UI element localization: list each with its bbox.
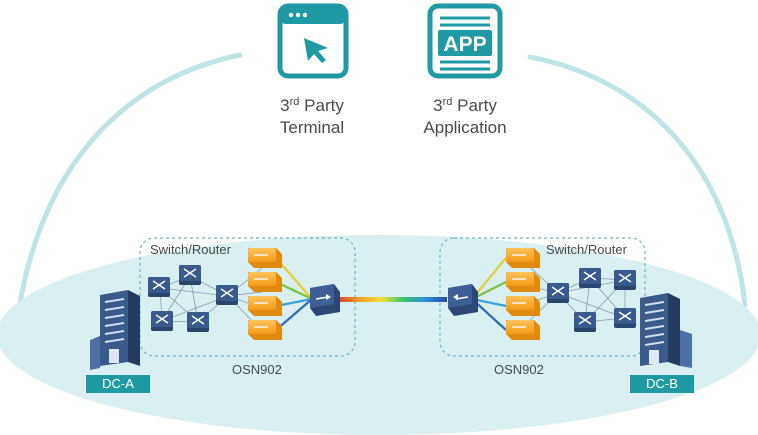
right-amber-device-stack	[506, 248, 540, 340]
application-caption: 3rd Party Application	[405, 95, 525, 139]
fiber-link	[337, 297, 447, 302]
left-switch-cluster	[148, 265, 238, 332]
dc-a-building-icon	[90, 290, 140, 370]
dc-a-label: DC-A	[86, 375, 150, 393]
application-caption-sup: rd	[442, 96, 453, 108]
dc-b-building-icon	[640, 293, 692, 368]
dc-b-label: DC-B	[630, 375, 694, 393]
osn902-left-device	[310, 284, 340, 316]
right-switch-cluster	[547, 268, 636, 332]
app-window-icon	[427, 3, 503, 79]
application-caption-line2: Application	[423, 118, 507, 137]
app-badge-text: APP	[443, 33, 486, 56]
browser-cursor-icon	[277, 3, 349, 79]
application-caption-suffix: Party	[452, 96, 497, 115]
left-amber-device-stack	[248, 248, 282, 340]
terminal-caption-prefix: 3	[280, 96, 290, 115]
left-switch-router-label: Switch/Router	[150, 242, 231, 257]
terminal-caption-sup: rd	[289, 96, 300, 108]
application-caption-prefix: 3	[433, 96, 443, 115]
right-osn902-label: OSN902	[494, 362, 544, 377]
terminal-caption: 3rd Party Terminal	[262, 95, 362, 139]
terminal-caption-line2: Terminal	[279, 118, 345, 137]
right-switch-router-label: Switch/Router	[546, 242, 627, 257]
right-dome-arc	[527, 54, 748, 308]
left-dome-arc	[15, 52, 243, 318]
terminal-caption-suffix: Party	[299, 96, 344, 115]
left-osn902-label: OSN902	[232, 362, 282, 377]
osn902-right-device	[448, 284, 478, 316]
